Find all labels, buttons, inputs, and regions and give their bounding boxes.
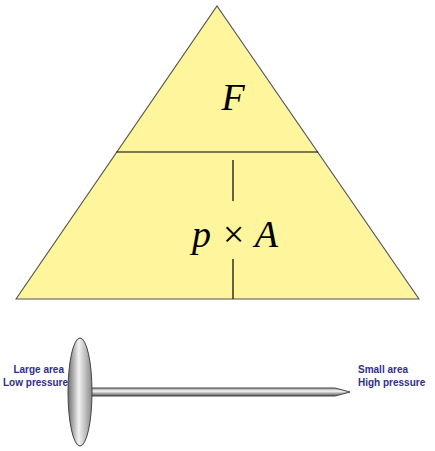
formula-triangle: Fp × A <box>15 5 420 300</box>
force-symbol: F <box>221 78 244 116</box>
tack-label: Small area <box>358 364 408 376</box>
triangle-outline <box>15 5 420 300</box>
tack-label: High pressure <box>358 377 425 389</box>
tack-label: Large area <box>13 364 64 376</box>
tack-label: Low pressure <box>3 377 68 389</box>
pressure-area-formula: p × A <box>192 215 278 253</box>
